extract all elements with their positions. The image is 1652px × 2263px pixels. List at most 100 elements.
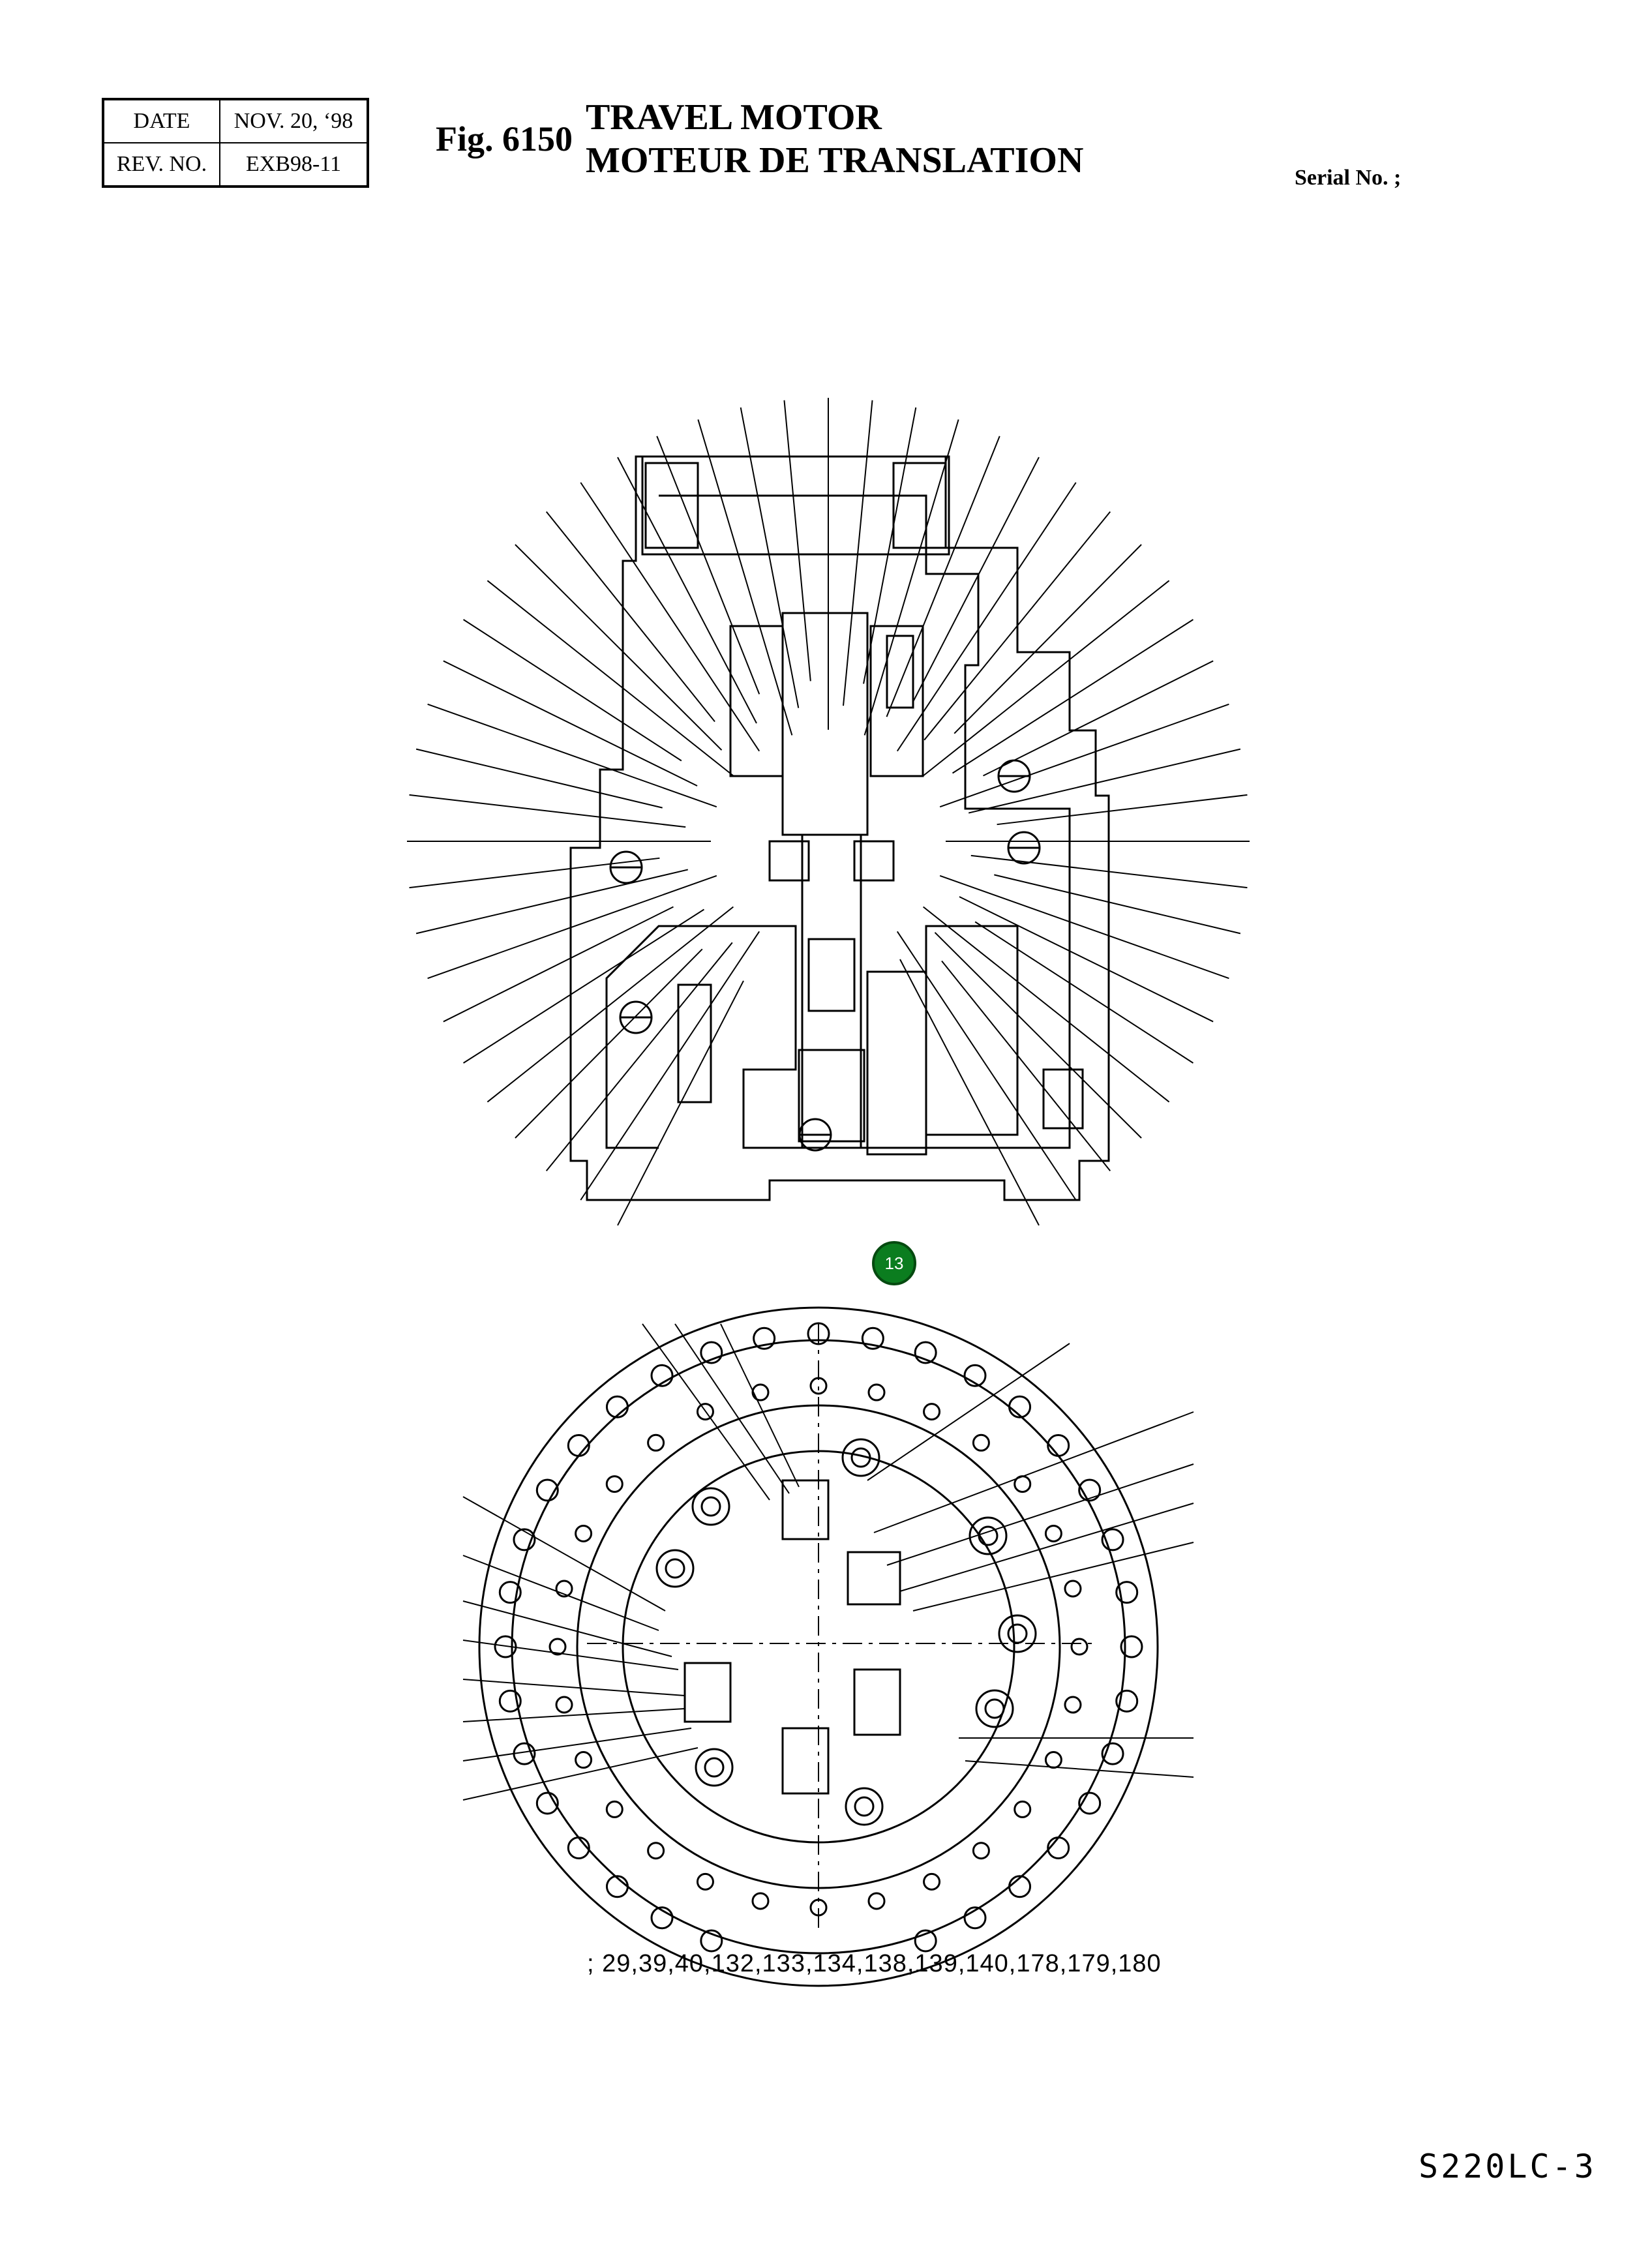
plug — [975, 1689, 1014, 1728]
title-english: TRAVEL MOTOR — [586, 97, 882, 138]
shaft-spline — [807, 938, 856, 1012]
ring-gear-right — [1042, 1068, 1084, 1130]
bolt-hole — [498, 1581, 522, 1604]
bolt-hole-inner — [575, 1524, 593, 1542]
footnote-part-list: ; 29,39,40,132,133,134,138,139,140,178,1… — [587, 1950, 1162, 1977]
plug-core — [1007, 1623, 1028, 1644]
leader-line — [873, 1411, 1194, 1533]
bolt-hole — [567, 1836, 590, 1860]
leader-line — [515, 948, 703, 1139]
valve-spool — [853, 1668, 901, 1736]
leader-line — [923, 580, 1170, 777]
serial-number: Serial No. ; — [1295, 166, 1402, 190]
plug — [655, 1549, 695, 1588]
rev-label: REV. NO. — [102, 142, 220, 187]
leader-line — [899, 1503, 1194, 1592]
leader-line — [959, 896, 1214, 1023]
leader-line — [580, 482, 760, 752]
leader-line — [783, 400, 811, 682]
leader-line — [697, 419, 793, 736]
planet-gear-mid — [866, 970, 927, 1156]
housing-outline — [569, 455, 1110, 1201]
leader-line — [415, 748, 663, 809]
bolt-hole — [753, 1326, 776, 1350]
bolt-hole-inner — [809, 1377, 828, 1395]
bolt-hole — [1115, 1689, 1139, 1713]
leader-line — [912, 1542, 1194, 1611]
bolt-hole-inner — [972, 1433, 990, 1452]
rev-value: EXB98-11 — [219, 142, 368, 187]
plug — [998, 1614, 1037, 1653]
bolt-hole-inner — [867, 1892, 886, 1910]
bolt-hole — [963, 1364, 987, 1387]
bolt-hole — [1101, 1528, 1124, 1551]
section-view — [407, 398, 1250, 1226]
cylinder-left — [729, 625, 784, 777]
bolt-hole — [535, 1478, 559, 1502]
leader-line — [415, 869, 689, 935]
bolt-hole-inner — [1070, 1638, 1089, 1656]
shaft-lower — [801, 833, 862, 1149]
leader-line — [545, 511, 715, 723]
plug-core — [700, 1496, 721, 1517]
bolt-hole — [650, 1364, 674, 1387]
plug — [691, 1487, 730, 1526]
bolt-hole-inner — [605, 1475, 623, 1493]
leader-line — [983, 660, 1214, 777]
leader-line — [487, 580, 734, 777]
leader-line — [886, 1463, 1194, 1566]
bolt-hole-inner — [555, 1580, 573, 1598]
valve-spool — [683, 1662, 732, 1723]
leader-line — [720, 1323, 800, 1488]
bolt-hole — [1120, 1635, 1143, 1658]
leader-line — [952, 619, 1194, 774]
valve-spool — [847, 1551, 901, 1606]
bolt-hole — [498, 1689, 522, 1713]
leader-line — [462, 1679, 685, 1696]
bolt-hole-inner — [1014, 1800, 1032, 1818]
bolt-hole-inner — [647, 1433, 665, 1452]
leader-line — [462, 1496, 666, 1611]
leader-line — [515, 544, 723, 751]
leader-line — [427, 875, 717, 980]
leader-line — [974, 921, 1194, 1064]
leader-line — [409, 794, 686, 828]
leader-line — [545, 942, 733, 1171]
bolt-hole-inner — [972, 1842, 990, 1860]
plug — [845, 1787, 884, 1826]
bolt-hole-inner — [1064, 1696, 1082, 1714]
bolt-hole — [700, 1341, 723, 1364]
leader-line — [462, 1600, 672, 1657]
leader-line — [462, 1555, 659, 1631]
bolt-hole — [914, 1929, 937, 1953]
leader-line — [462, 1708, 685, 1722]
leader-line — [642, 1323, 770, 1501]
outer-rim — [478, 1306, 1159, 1987]
leader-line — [580, 931, 760, 1201]
bolt-hole-inner — [867, 1383, 886, 1401]
plug-core — [984, 1698, 1005, 1719]
plug-core — [850, 1447, 871, 1468]
bolt-hole-inner — [548, 1638, 567, 1656]
bolt-hole-inner — [647, 1842, 665, 1860]
planet-gear-right — [925, 925, 1019, 1136]
bolt-hole-inner — [751, 1383, 770, 1401]
bolt-hole — [1101, 1742, 1124, 1765]
bearing-right — [853, 840, 895, 882]
leader-line — [443, 906, 674, 1023]
callout-marker[interactable]: 13 — [872, 1241, 916, 1285]
leader-line — [939, 875, 1229, 980]
leader-line — [656, 436, 760, 695]
revision-stamp: DATE NOV. 20, ‘98 REV. NO. EXB98-11 — [102, 98, 369, 188]
valve-spool — [781, 1479, 830, 1540]
leader-line — [970, 854, 1248, 889]
bolt-hole — [605, 1395, 629, 1418]
leader-line — [617, 980, 744, 1226]
piston-right — [886, 635, 914, 709]
cylinder-right — [869, 625, 924, 777]
bolt-hole-inner — [575, 1751, 593, 1769]
bolt-hole-inner — [1044, 1524, 1062, 1542]
sun-gear — [798, 1049, 865, 1143]
plug — [695, 1748, 734, 1787]
